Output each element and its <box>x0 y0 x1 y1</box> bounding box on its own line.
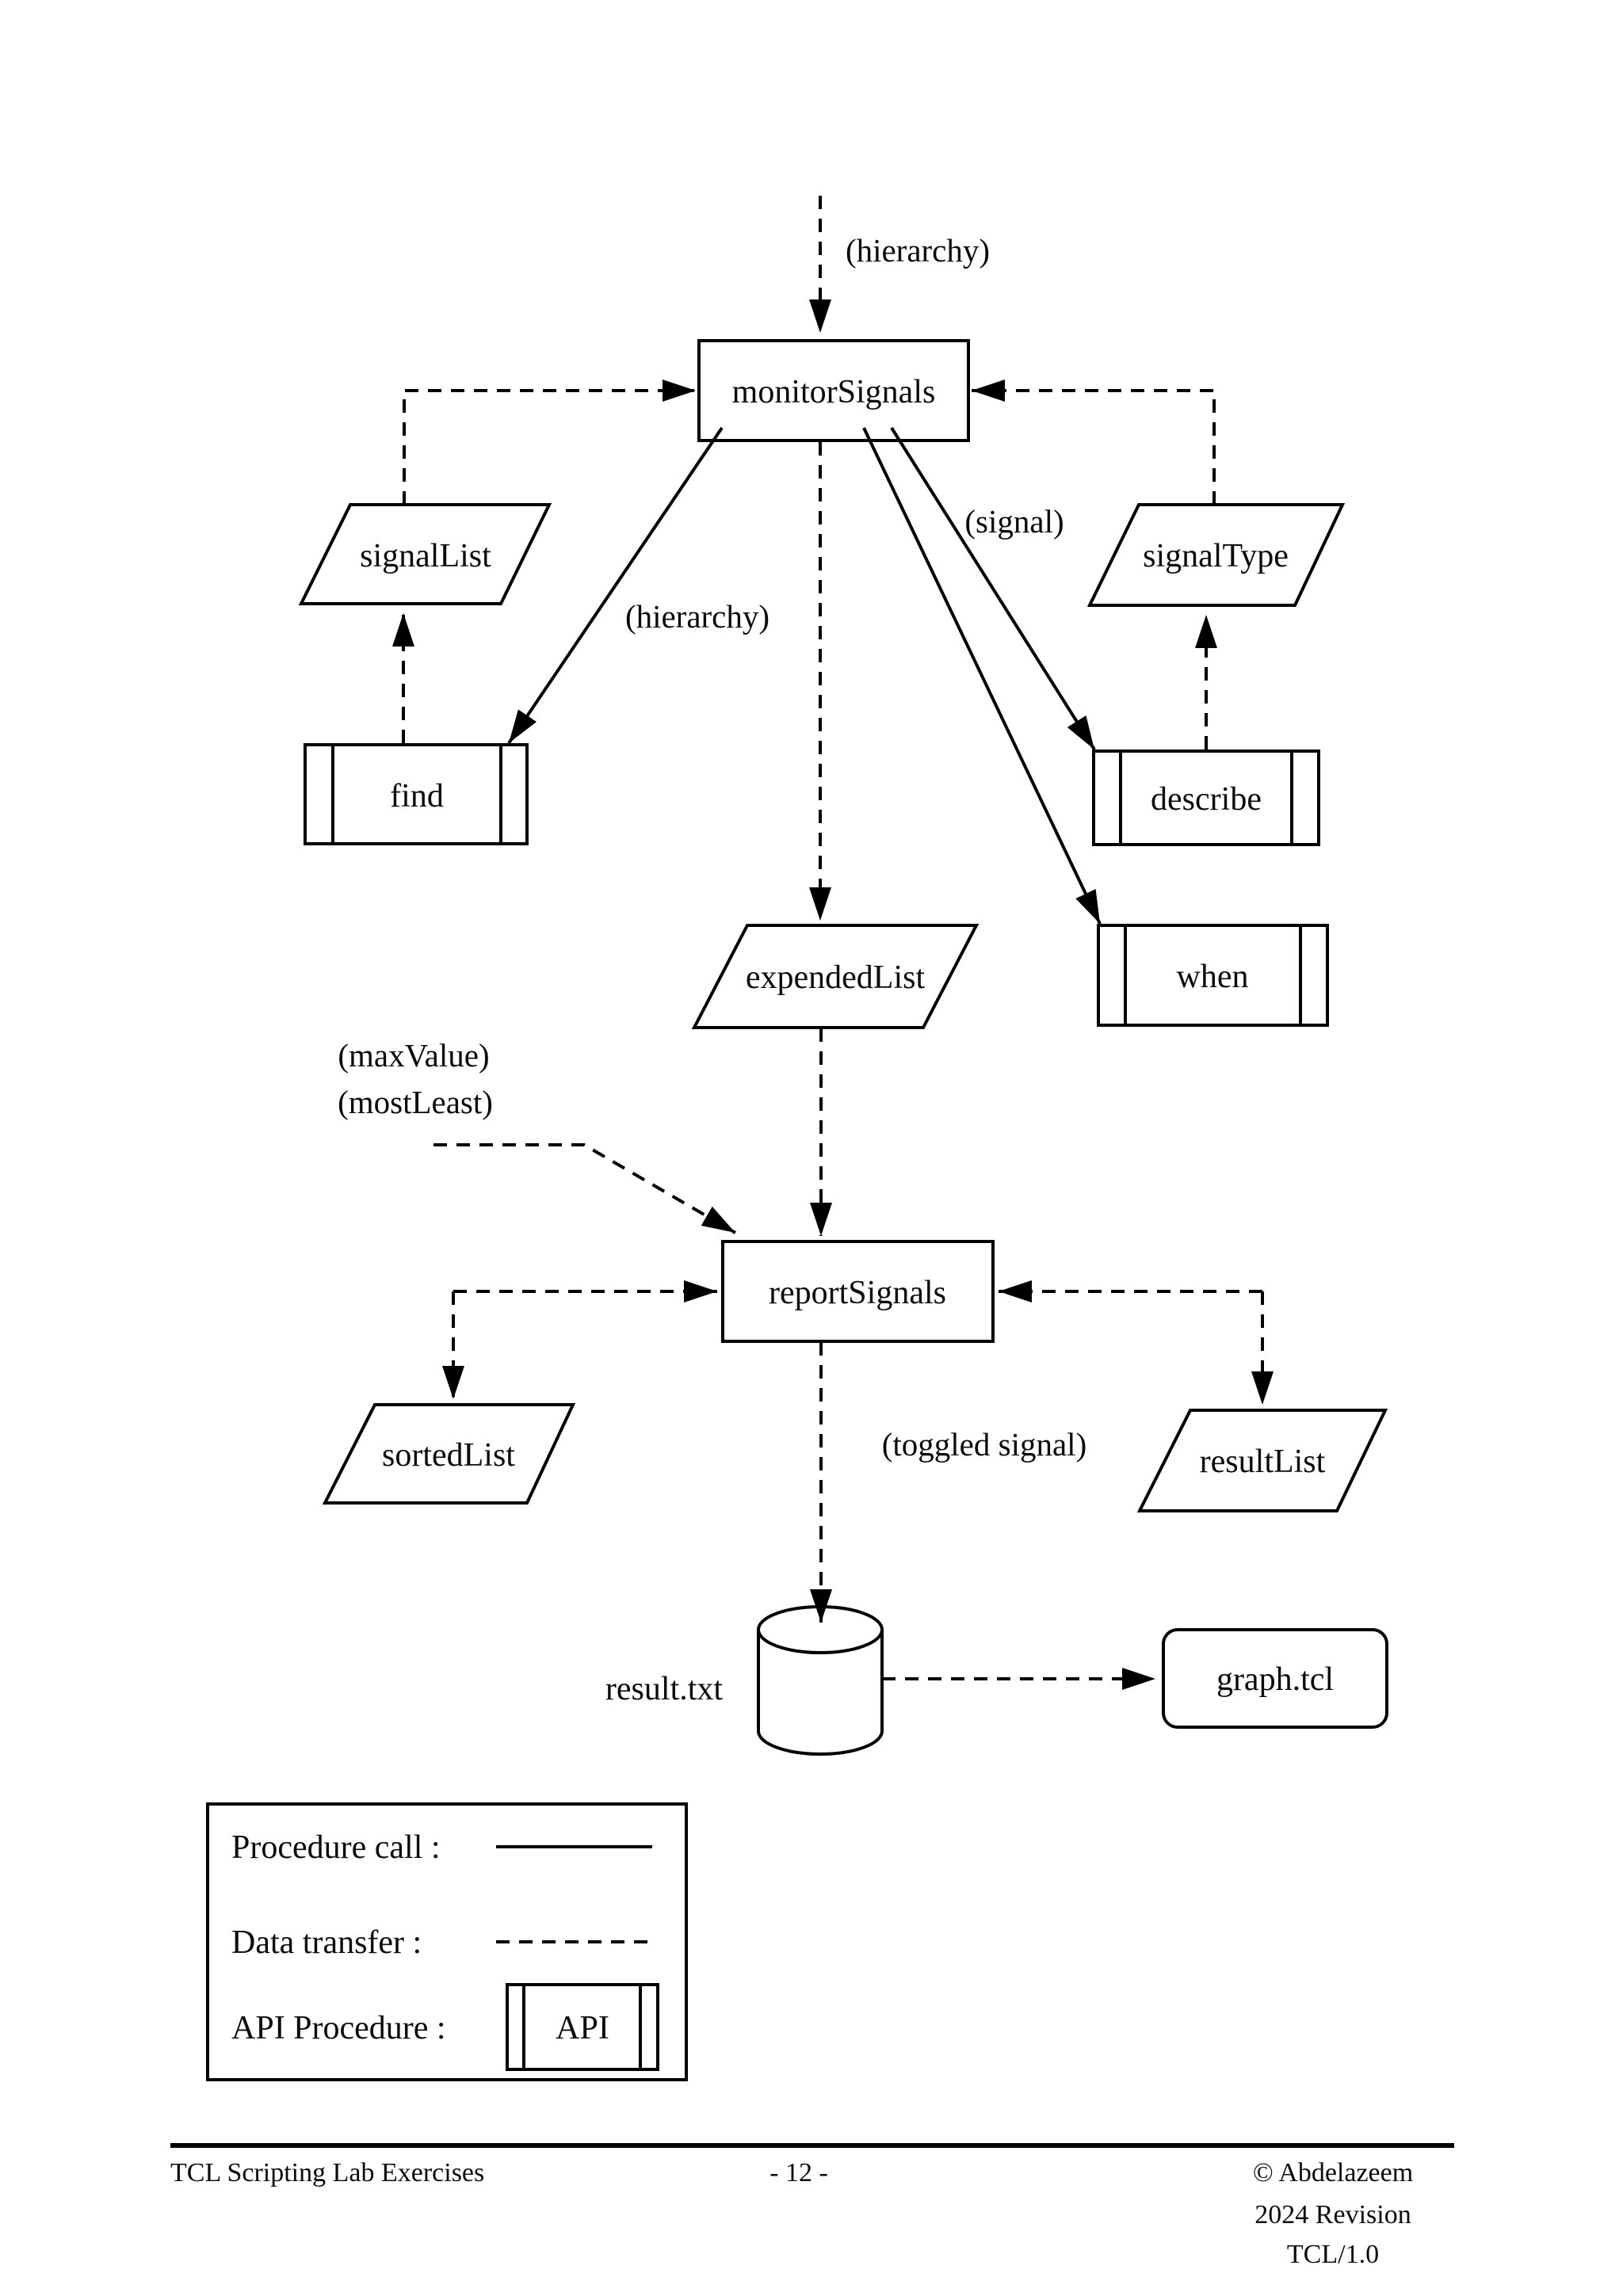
graph-tcl-label: graph.tcl <box>1216 1661 1334 1698</box>
result-list-datastore-shape <box>1136 1409 1388 1512</box>
legend-data-transfer-label: Data transfer : <box>231 1924 422 1961</box>
footer-title: TCL Scripting Lab Exercises <box>170 2158 484 2187</box>
result-txt-label: result.txt <box>605 1671 723 1707</box>
signal-list-label: signalList <box>360 538 491 574</box>
footer-copyright: © Abdelazeem <box>1253 2158 1413 2187</box>
max-value-to-report-arrow <box>433 1143 737 1234</box>
legend-api-sample-box <box>506 1983 659 2071</box>
monitor-to-find-call-arrow <box>507 426 724 745</box>
report-signals-process-box <box>721 1240 995 1343</box>
graph-tcl-file-box <box>1162 1628 1388 1729</box>
monitor-signals-label: monitorSignals <box>732 374 936 410</box>
find-label: find <box>390 778 444 814</box>
signal-annotation-label: (signal) <box>964 503 1064 540</box>
monitor-signals-process-box <box>697 339 970 442</box>
footer-version: TCL/1.0 <box>1287 2240 1379 2269</box>
footer-revision: 2024 Revision <box>1254 2200 1411 2229</box>
when-label: when <box>1177 959 1249 995</box>
describe-label: describe <box>1151 781 1262 818</box>
footer-page-number: - 12 - <box>769 2158 828 2187</box>
expended-list-label: expendedList <box>746 959 926 996</box>
max-value-label: (maxValue) <box>338 1037 489 1074</box>
legend-box <box>206 1802 688 2081</box>
signal-list-datastore-shape <box>298 503 552 605</box>
signal-type-to-monitor-arrow <box>972 379 1216 505</box>
find-api-box <box>304 743 529 845</box>
report-signals-label: reportSignals <box>769 1275 946 1311</box>
signal-type-label: signalType <box>1143 538 1289 574</box>
monitor-to-when-call-arrow <box>862 427 1102 925</box>
when-api-box <box>1097 924 1329 1027</box>
signal-list-to-monitor-arrow <box>403 379 696 505</box>
legend-api-sample-label: API <box>556 2010 609 2046</box>
result-txt-cylinder <box>757 1605 884 1756</box>
toggled-signal-label: (toggled signal) <box>882 1426 1086 1463</box>
legend-procedure-call-label: Procedure call : <box>231 1829 441 1866</box>
expended-list-datastore-shape <box>691 924 980 1029</box>
legend-api-procedure-label: API Procedure : <box>231 2010 446 2046</box>
sorted-list-label: sortedList <box>382 1437 515 1474</box>
result-list-label: resultList <box>1200 1444 1326 1480</box>
monitor-to-describe-call-arrow <box>890 426 1096 751</box>
hierarchy-top-label: (hierarchy) <box>846 232 990 269</box>
sorted-list-datastore-shape <box>322 1403 576 1505</box>
signal-type-datastore-shape <box>1086 503 1346 607</box>
most-least-label: (mostLeast) <box>338 1084 493 1120</box>
describe-api-box <box>1092 749 1320 846</box>
hierarchy-mid-label: (hierarchy) <box>625 598 769 635</box>
